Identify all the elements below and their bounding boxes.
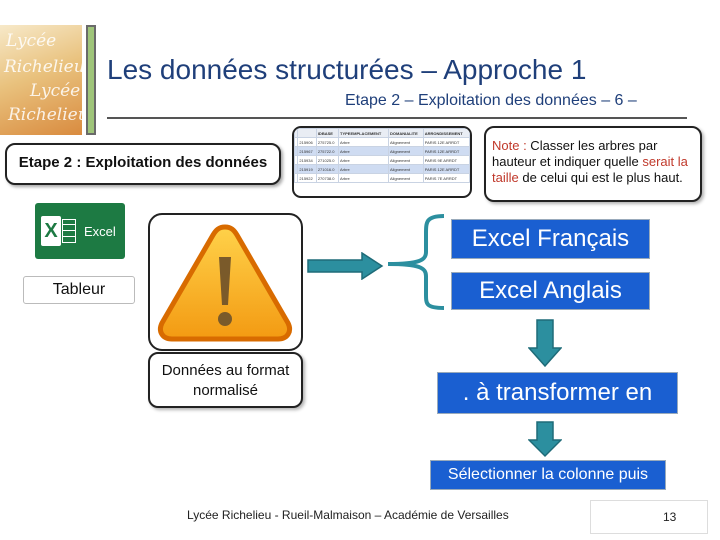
header-cell: ARRONDISSEMENT bbox=[422, 128, 470, 138]
table-cell: PARIS 7E ARRDT bbox=[422, 173, 470, 183]
table-row: 215922 270738.0 Arbre Alignement PARIS 7… bbox=[294, 173, 470, 183]
excel-grid-icon bbox=[62, 219, 76, 243]
donnees-box bbox=[148, 352, 303, 408]
table-cell: Arbre bbox=[338, 146, 389, 156]
table-cell: 275725.0 bbox=[315, 137, 340, 147]
page-number: 13 bbox=[663, 510, 677, 524]
school-logo: Lycée Richelieu Lycée Richelieu bbox=[0, 25, 82, 135]
table-row: 215906 275725.0 Arbre Alignement PARIS 1… bbox=[294, 137, 470, 147]
page-title: Les données structurées – Approche 1 bbox=[107, 54, 587, 85]
arrow-down-icon bbox=[527, 420, 563, 463]
note-text-before: Classer les arbres par hauteur et indiqu… bbox=[492, 138, 658, 169]
excel-label: Excel bbox=[84, 224, 116, 239]
table-cell: 215919 bbox=[297, 164, 317, 174]
excel-french-button[interactable]: Excel Français bbox=[451, 219, 650, 259]
logo-text-1: Lycée bbox=[6, 31, 57, 51]
arrow-down-icon bbox=[527, 318, 563, 373]
note-box bbox=[484, 126, 702, 202]
note-emphasis: serait la taille bbox=[492, 154, 688, 185]
arrow-right-icon bbox=[306, 251, 384, 285]
excel-english-button[interactable]: Excel Anglais bbox=[451, 272, 650, 310]
table-cell: Arbre bbox=[338, 173, 389, 183]
select-column-button[interactable]: Sélectionner la colonne puis bbox=[430, 460, 666, 490]
table-cell: 215934 bbox=[297, 155, 317, 165]
transform-button[interactable]: . à transformer en bbox=[437, 372, 678, 414]
warning-frame bbox=[148, 213, 303, 351]
table-cell: PARIS 12E ARRDT bbox=[422, 137, 470, 147]
spreadsheet-table: IDBASE TYPEEMPLACEMENT DOMANIALITE ARRON… bbox=[294, 128, 470, 183]
table-cell: Arbre bbox=[338, 137, 389, 147]
note-text: Note : Classer les arbres par hauteur et… bbox=[492, 138, 698, 186]
table-cell: 271025.0 bbox=[315, 155, 340, 165]
table-row: 215934 271025.0 Arbre Alignement PARIS 9… bbox=[294, 155, 470, 165]
table-cell: 275722.0 bbox=[315, 146, 340, 156]
title-accent-bar bbox=[86, 25, 96, 135]
donnees-caption: Données au format normalisé bbox=[161, 362, 290, 399]
footer-text: Lycée Richelieu - Rueil-Malmaison – Acad… bbox=[187, 508, 509, 522]
table-header-row: IDBASE TYPEEMPLACEMENT DOMANIALITE ARRON… bbox=[294, 128, 470, 138]
header-cell: DOMANIALITE bbox=[388, 128, 424, 138]
table-cell: 271016.0 bbox=[315, 164, 340, 174]
table-cell: Arbre bbox=[338, 164, 389, 174]
logo-text-3: Lycée bbox=[30, 81, 81, 101]
header-cell: TYPEEMPLACEMENT bbox=[338, 128, 389, 138]
header-cell: IDBASE bbox=[315, 128, 340, 138]
table-cell: 270738.0 bbox=[315, 173, 340, 183]
table-cell: Alignement bbox=[388, 146, 424, 156]
table-cell: 215906 bbox=[297, 137, 317, 147]
table-cell: Alignement bbox=[388, 164, 424, 174]
tableur-label: Tableur bbox=[23, 276, 135, 304]
spreadsheet-thumbnail: IDBASE TYPEEMPLACEMENT DOMANIALITE ARRON… bbox=[292, 126, 472, 198]
table-row: 215967 275722.0 Arbre Alignement PARIS 1… bbox=[294, 146, 470, 156]
title-divider bbox=[107, 117, 687, 119]
etape-box bbox=[5, 143, 281, 185]
table-cell: 215967 bbox=[297, 146, 317, 156]
header-cell bbox=[297, 128, 317, 138]
excel-x-icon: X bbox=[41, 216, 61, 246]
logo-text-2: Richelieu bbox=[4, 57, 82, 77]
page-subtitle: Etape 2 – Exploitation des données – 6 – bbox=[345, 92, 637, 109]
brace-icon bbox=[386, 212, 446, 317]
page-number-frame bbox=[590, 500, 708, 534]
table-cell: PARIS 12E ARRDT bbox=[422, 164, 470, 174]
logo-text-4: Richelieu bbox=[8, 105, 82, 125]
table-cell: Alignement bbox=[388, 173, 424, 183]
note-text-after: de celui qui est le plus haut. bbox=[518, 170, 683, 185]
table-cell: Alignement bbox=[388, 155, 424, 165]
table-cell: Alignement bbox=[388, 137, 424, 147]
etape-text: Etape 2 : Exploitation des données bbox=[18, 154, 268, 171]
warning-icon bbox=[157, 224, 293, 342]
table-cell: PARIS 9E ARRDT bbox=[422, 155, 470, 165]
table-cell: Arbre bbox=[338, 155, 389, 165]
table-row: 215919 271016.0 Arbre Alignement PARIS 1… bbox=[294, 164, 470, 174]
table-cell: 215922 bbox=[297, 173, 317, 183]
note-label: Note : bbox=[492, 138, 527, 153]
table-cell: PARIS 12E ARRDT bbox=[422, 146, 470, 156]
table-cell bbox=[294, 173, 299, 183]
